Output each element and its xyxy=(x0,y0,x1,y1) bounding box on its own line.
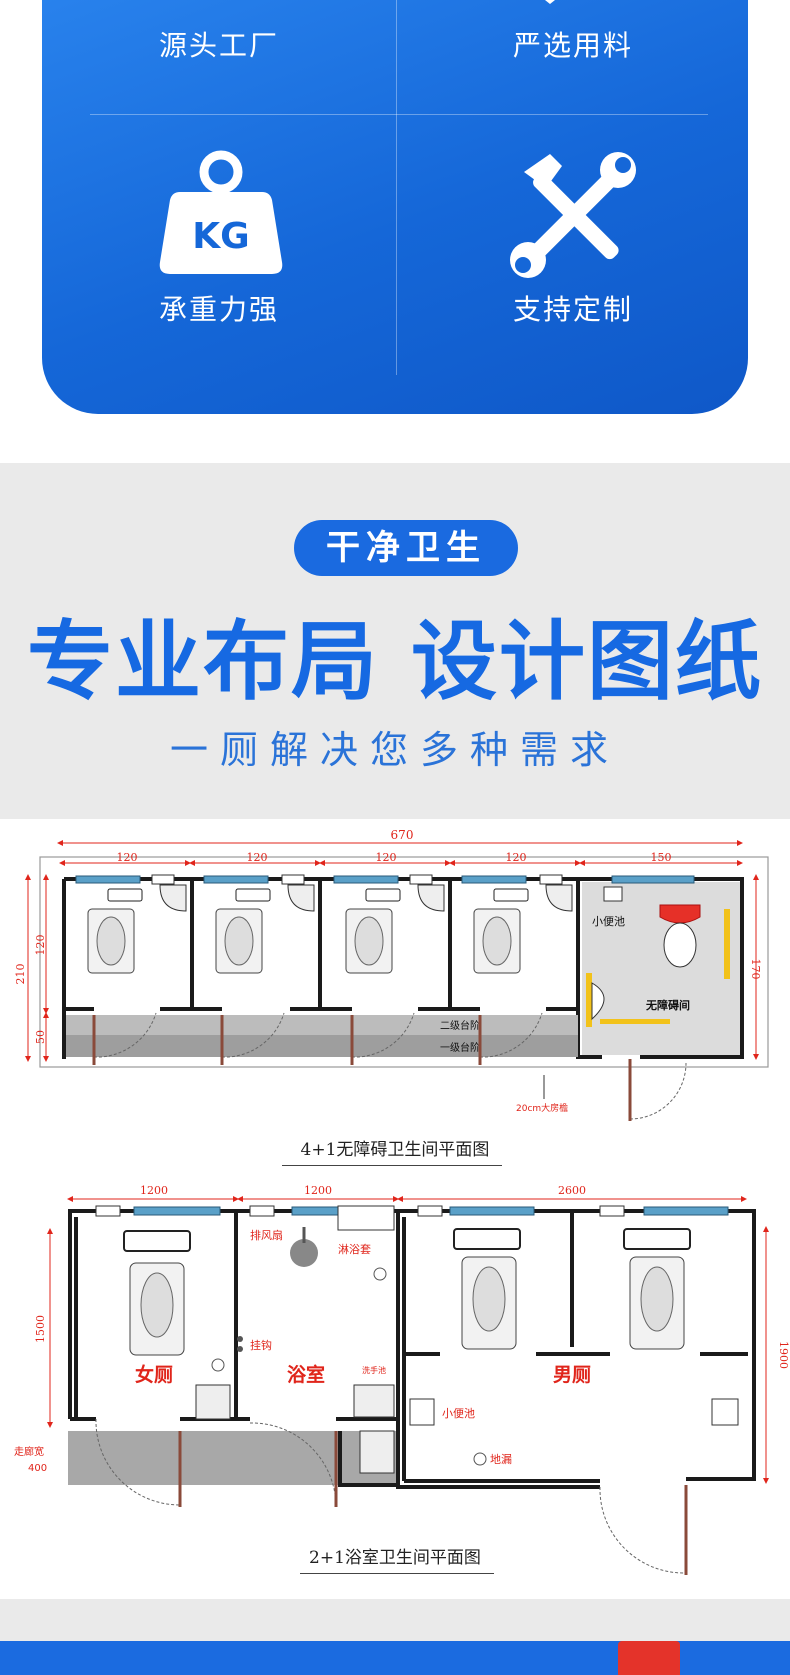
plan1-stalls xyxy=(87,884,573,974)
plan1-step1: 一级台阶 xyxy=(440,1041,480,1054)
plan-2: 1200 1200 2600 1500 1900 走廊宽 400 xyxy=(14,1184,790,1575)
plan2-caption-underline xyxy=(300,1573,494,1574)
plan1-accessible-room: 无障碍间 xyxy=(645,998,690,1012)
plan2-corridor-value: 400 xyxy=(28,1463,47,1474)
feature-label-custom: 支持定制 xyxy=(512,293,633,326)
bottom-red-tab xyxy=(618,1641,680,1675)
plan2-corridor-label: 走廊宽 xyxy=(14,1445,44,1458)
plan2-width-2: 1200 xyxy=(304,1184,332,1197)
feature-label-weight: 承重力强 xyxy=(158,293,279,326)
feature-label-material: 严选用料 xyxy=(512,29,633,62)
plan2-bath: 浴室 xyxy=(287,1363,325,1386)
plan2-urinal: 小便池 xyxy=(442,1407,475,1420)
plan2-hook: 挂钩 xyxy=(250,1338,272,1352)
plan2-shower: 淋浴套 xyxy=(338,1243,371,1256)
plan2-height-left: 1500 xyxy=(34,1315,47,1343)
plan1-eave: 20cm大房檐 xyxy=(516,1102,568,1114)
plan2-drain: 地漏 xyxy=(490,1453,512,1466)
feature-card: 源头工厂 严选用料 KG 承重力强 支持定制 xyxy=(42,0,748,414)
kg-weight-icon: KG xyxy=(159,150,283,274)
heading-section: 干净卫生 专业布局 设计图纸 一厕解决您多种需求 xyxy=(0,463,790,819)
plan2-men: 男厕 xyxy=(553,1364,591,1386)
plan1-width-1: 120 xyxy=(117,851,138,864)
plan1-caption-underline xyxy=(282,1165,502,1166)
plan2-fan: 排风扇 xyxy=(250,1228,283,1242)
plan2-women: 女厕 xyxy=(135,1363,173,1386)
wrench-hammer-icon xyxy=(510,152,636,278)
section-headline: 专业布局 设计图纸 xyxy=(27,612,763,712)
feature-label-factory: 源头工厂 xyxy=(158,29,279,62)
plan2-height-right: 1900 xyxy=(777,1341,790,1369)
kg-icon-text: KG xyxy=(192,216,249,257)
plan1-height-right: 170 xyxy=(749,959,762,980)
plan1-height-total: 210 xyxy=(14,964,27,985)
plan1-total-dim: 670 xyxy=(391,828,414,842)
plan2-width-1: 1200 xyxy=(140,1184,168,1197)
floor-plans-drawing: 670 120 120 120 120 150 210 120 50 xyxy=(14,828,790,1575)
plan1-width-5: 150 xyxy=(651,851,672,864)
plan2-width-3: 2600 xyxy=(558,1184,586,1197)
feature-divider-horizontal xyxy=(90,114,708,115)
plan1-step2: 二级台阶 xyxy=(440,1019,480,1032)
floor-plans-section: 670 120 120 120 120 150 210 120 50 xyxy=(0,819,790,1599)
plan1-height-upper: 120 xyxy=(34,935,47,956)
bottom-gray-band xyxy=(0,1599,790,1641)
plan1-urinal: 小便池 xyxy=(592,915,625,928)
plan1-width-4: 120 xyxy=(506,851,527,864)
section-badge: 干净卫生 xyxy=(294,520,518,576)
plan-1: 670 120 120 120 120 150 210 120 50 xyxy=(14,828,769,1121)
plan2-caption: 2+1浴室卫生间平面图 xyxy=(309,1548,481,1568)
plan2-basin: 洗手池 xyxy=(362,1365,386,1375)
plan1-width-3: 120 xyxy=(376,851,397,864)
feature-divider-vertical xyxy=(396,0,397,375)
plan1-caption: 4+1无障碍卫生间平面图 xyxy=(300,1140,490,1160)
section-subline: 一厕解决您多种需求 xyxy=(169,728,620,772)
plan1-width-2: 120 xyxy=(247,851,268,864)
plan1-height-lower: 50 xyxy=(34,1030,47,1044)
material-icon xyxy=(545,0,555,4)
